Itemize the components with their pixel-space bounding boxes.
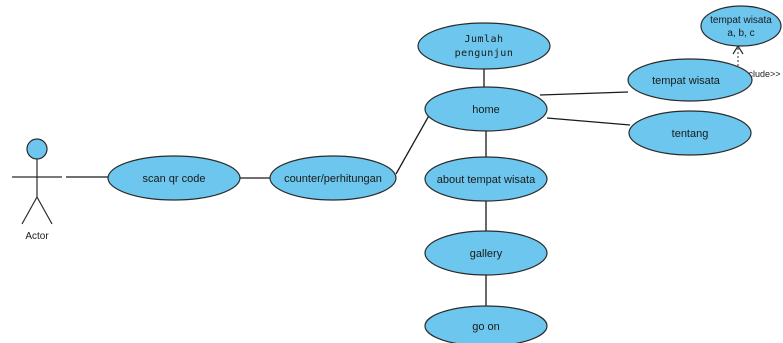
usecase-tempat-abc-shape[interactable] (700, 5, 782, 47)
usecase-tentang-label: tentang (672, 128, 709, 140)
usecase-jumlah-label-line1: Jumlah (464, 34, 503, 45)
assoc-counter-home (395, 111, 432, 175)
usecase-gallery[interactable]: gallery (424, 230, 548, 276)
usecase-jumlah-label-line2: pengunjun (455, 48, 514, 59)
usecase-home-label: home (472, 104, 500, 116)
usecase-tentang-shape[interactable] (628, 110, 752, 156)
usecase-about-tempat-wisata[interactable]: about tempat wisata (424, 156, 548, 202)
usecase-tempat-abc-label-line1: tempat wisata (710, 15, 772, 26)
usecase-tempat-wisata-shape[interactable] (627, 58, 753, 102)
actor-head-icon (26, 138, 48, 160)
usecase-home-shape[interactable] (424, 86, 548, 132)
usecase-jumlah-pengunjung[interactable]: Jumlah pengunjun (417, 22, 551, 70)
usecase-jumlah-shape[interactable] (417, 22, 551, 70)
usecase-scan-qr-code[interactable]: scan qr code (107, 155, 241, 201)
usecase-tempat-wisata[interactable]: tempat wisata (627, 58, 753, 102)
assoc-home-tentang (546, 117, 631, 126)
usecase-tempat-wisata-label: tempat wisata (652, 75, 721, 87)
usecase-tentang[interactable]: tentang (628, 110, 752, 156)
actor-leg-left (21, 196, 38, 225)
usecase-about-shape[interactable] (424, 156, 548, 202)
usecase-tempat-wisata-abc[interactable]: tempat wisata a, b, c (700, 5, 782, 47)
usecase-counter-label: counter/perhitungan (284, 173, 382, 185)
usecase-home[interactable]: home (424, 86, 548, 132)
actor-leg-right (36, 196, 53, 225)
assoc-home-tempat (539, 91, 629, 96)
usecase-go-on-label: go on (472, 321, 500, 333)
usecase-tempat-abc-label-line2: a, b, c (727, 28, 754, 39)
usecase-about-label: about tempat wisata (437, 174, 536, 186)
actor: Actor (12, 138, 62, 242)
usecase-counter-shape[interactable] (269, 155, 397, 201)
usecase-go-on[interactable]: go on (424, 305, 548, 343)
usecase-counter[interactable]: counter/perhitungan (269, 155, 397, 201)
associations (66, 68, 631, 306)
usecase-scan-qr-code-shape[interactable] (107, 155, 241, 201)
include-stereotype-label: <<include>> (731, 69, 781, 79)
actor-label: Actor (25, 231, 49, 242)
usecase-scan-qr-code-label: scan qr code (143, 173, 206, 185)
usecase-gallery-shape[interactable] (424, 230, 548, 276)
usecase-gallery-label: gallery (470, 248, 503, 260)
usecase-go-on-shape[interactable] (424, 305, 548, 343)
